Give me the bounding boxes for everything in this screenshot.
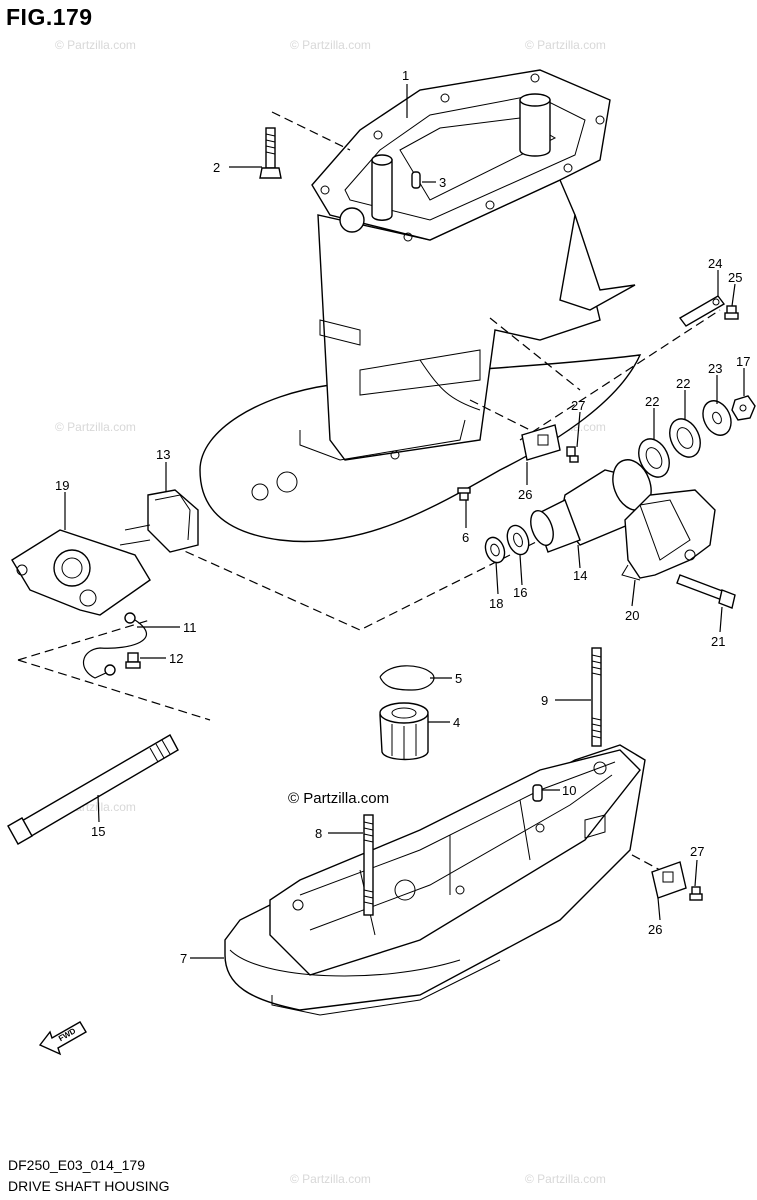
anode-part-26-upper — [521, 424, 561, 461]
copyright-notice: © Partzilla.com — [288, 790, 390, 807]
plate-part-24 — [678, 295, 726, 327]
callout-14: 14 — [573, 568, 587, 583]
watermark: © Partzilla.com — [525, 1172, 606, 1186]
callout-11: 11 — [183, 620, 197, 635]
callout-24: 24 — [708, 256, 722, 271]
callout-15: 15 — [91, 824, 105, 839]
assembly-name: DRIVE SHAFT HOUSING — [8, 1178, 170, 1194]
bolt-part-27-upper — [566, 446, 579, 463]
pin-part-10 — [532, 784, 543, 802]
callout-26b: 26 — [648, 922, 662, 937]
bolt-part-21 — [676, 574, 736, 609]
callout-3: 3 — [439, 175, 446, 190]
watermark: © Partzilla.com — [55, 420, 136, 434]
screw-part-12 — [125, 652, 141, 669]
callout-10: 10 — [562, 783, 576, 798]
callout-9: 9 — [541, 693, 548, 708]
callout-5: 5 — [455, 671, 462, 686]
watermark: © Partzilla.com — [290, 38, 371, 52]
callout-22b: 22 — [645, 394, 659, 409]
callout-6: 6 — [462, 530, 469, 545]
nut-part-17 — [731, 395, 756, 421]
bushing-part-14 — [530, 459, 652, 553]
drive-shaft-housing-upper — [199, 69, 642, 543]
callout-20: 20 — [625, 608, 639, 623]
watermark: © Partzilla.com — [290, 1172, 371, 1186]
long-bolt-part-15 — [7, 734, 179, 845]
bolt-part-6 — [457, 487, 471, 501]
callout-27a: 27 — [571, 398, 585, 413]
callout-13: 13 — [156, 447, 170, 462]
callout-19: 19 — [55, 478, 69, 493]
fwd-arrow-icon: FWD — [38, 1021, 87, 1056]
callout-4: 4 — [453, 715, 460, 730]
callout-18: 18 — [489, 596, 503, 611]
callout-27b: 27 — [690, 844, 704, 859]
mount-cap-part-20 — [621, 489, 716, 581]
washer-part-22-b — [669, 418, 701, 458]
grommet-part-4 — [379, 702, 429, 761]
callout-25: 25 — [728, 270, 742, 285]
washer-part-22-a — [638, 438, 670, 478]
callout-1: 1 — [402, 68, 409, 83]
callout-12: 12 — [169, 651, 183, 666]
callout-17: 17 — [736, 354, 750, 369]
washer-part-18 — [484, 536, 506, 564]
callout-21: 21 — [711, 634, 725, 649]
callout-23: 23 — [708, 361, 722, 376]
callout-26a: 26 — [518, 487, 532, 502]
bolt-part-25 — [724, 305, 739, 320]
stud-part-8 — [363, 814, 374, 916]
watermark: © Partzilla.com — [525, 38, 606, 52]
fig-title: FIG.179 — [6, 4, 93, 30]
anode-part-26-lower — [651, 861, 687, 899]
ground-wire-part-11 — [83, 612, 148, 679]
grommet-part-13 — [119, 489, 199, 553]
mount-bracket-part-19 — [11, 529, 151, 616]
callout-8: 8 — [315, 826, 322, 841]
callout-labels: 1 2 3 24 25 17 23 22 22 27 26 13 19 6 14… — [55, 68, 750, 966]
washer-part-23 — [702, 400, 732, 436]
clip-part-5 — [379, 665, 435, 691]
callout-22a: 22 — [676, 376, 690, 391]
callout-2: 2 — [213, 160, 220, 175]
bolt-part-2 — [259, 127, 282, 179]
callout-16: 16 — [513, 585, 527, 600]
bolt-part-27-lower — [689, 886, 703, 901]
drive-shaft-housing-lower — [224, 744, 646, 1016]
stud-part-9 — [591, 647, 602, 747]
dowel-pin-part-3 — [411, 171, 421, 189]
model-code: DF250_E03_014_179 — [8, 1157, 146, 1173]
callout-7: 7 — [180, 951, 187, 966]
callout-leaders — [64, 84, 745, 959]
watermark: © Partzilla.com — [55, 38, 136, 52]
washer-part-16 — [506, 524, 530, 556]
